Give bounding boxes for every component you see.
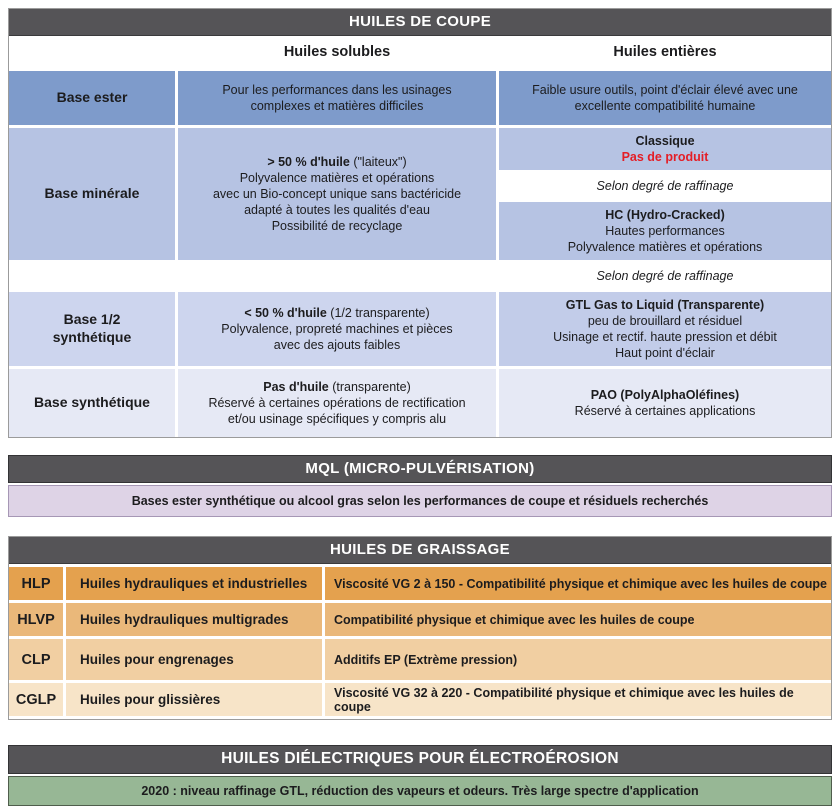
oil-type: Huiles hydrauliques et industrielles xyxy=(66,567,322,600)
mql-section-header: MQL (MICRO-PULVÉRISATION) xyxy=(8,455,832,483)
mql-note: Bases ester synthétique ou alcool gras s… xyxy=(8,485,832,517)
oil-code: CLP xyxy=(9,639,63,680)
raffinage-band-2-left xyxy=(9,263,175,289)
table-row-cglp: CGLP Huiles pour glissières Viscosité VG… xyxy=(9,683,831,716)
coupe-section-header: HUILES DE COUPE xyxy=(9,9,831,36)
coupe-corner-cell xyxy=(9,36,175,68)
cell-gtl: GTL Gas to Liquid (Transparente) peu de … xyxy=(499,292,831,366)
col-header-entieres: Huiles entières xyxy=(499,36,831,68)
oil-code: HLVP xyxy=(9,603,63,636)
cell-pao: PAO (PolyAlphaOléfines) Réservé à certai… xyxy=(499,369,831,437)
oil-desc: Compatibilité physique et chimique avec … xyxy=(325,603,831,636)
oil-type: Huiles pour engrenages xyxy=(66,639,322,680)
row-label-base-synth: Base synthétique xyxy=(9,369,175,437)
oil-desc: Viscosité VG 32 à 220 - Compatibilité ph… xyxy=(325,683,831,716)
cell-ester-entiere: Faible usure outils, point d'éclair élev… xyxy=(499,71,831,125)
oil-type: Huiles pour glissières xyxy=(66,683,322,716)
mql-section: MQL (MICRO-PULVÉRISATION) Bases ester sy… xyxy=(8,455,832,517)
cell-hc: HC (Hydro-Cracked) Hautes performances P… xyxy=(499,202,831,260)
row-label-base-demi: Base 1/2 synthétique xyxy=(9,292,175,366)
no-product-alert: Pas de produit xyxy=(621,150,709,164)
table-row-hlp: HLP Huiles hydrauliques et industrielles… xyxy=(9,567,831,600)
page: HUILES DE COUPE Huiles solubles Huiles e… xyxy=(8,8,832,806)
raffinage-band-1: Selon degré de raffinage xyxy=(499,173,831,199)
cell-synth-soluble: Pas d'huile (transparente) Réservé à cer… xyxy=(178,369,496,437)
stack-minerale-entiere: Classique Pas de produit Selon degré de … xyxy=(499,128,831,260)
electro-note: 2020 : niveau raffinage GTL, réduction d… xyxy=(8,776,832,806)
table-row-clp: CLP Huiles pour engrenages Additifs EP (… xyxy=(9,639,831,680)
coupe-table: HUILES DE COUPE Huiles solubles Huiles e… xyxy=(8,8,832,438)
col-header-solubles: Huiles solubles xyxy=(178,36,496,68)
row-label-base-minerale: Base minérale xyxy=(9,128,175,260)
oil-code: CGLP xyxy=(9,683,63,716)
oil-code: HLP xyxy=(9,567,63,600)
raffinage-band-2-mid xyxy=(178,263,496,289)
graissage-table: HUILES DE GRAISSAGE HLP Huiles hydrauliq… xyxy=(8,536,832,720)
row-label-base-ester: Base ester xyxy=(9,71,175,125)
electro-section-header: HUILES DIÉLECTRIQUES POUR ÉLECTROÉROSION xyxy=(8,745,832,774)
table-row-hlvp: HLVP Huiles hydrauliques multigrades Com… xyxy=(9,603,831,636)
cell-ester-soluble: Pour les performances dans les usinages … xyxy=(178,71,496,125)
raffinage-band-2: Selon degré de raffinage xyxy=(499,263,831,289)
graissage-section-header: HUILES DE GRAISSAGE xyxy=(9,537,831,564)
oil-desc: Additifs EP (Extrème pression) xyxy=(325,639,831,680)
cell-minerale-soluble: > 50 % d'huile ("laiteux") Polyvalence m… xyxy=(178,128,496,260)
coupe-grid: Huiles solubles Huiles entières Base est… xyxy=(9,36,831,437)
oil-type: Huiles hydrauliques multigrades xyxy=(66,603,322,636)
cell-demi-soluble: < 50 % d'huile (1/2 transparente) Polyva… xyxy=(178,292,496,366)
oil-desc: Viscosité VG 2 à 150 - Compatibilité phy… xyxy=(325,567,831,600)
cell-classique: Classique Pas de produit xyxy=(499,128,831,170)
electro-section: HUILES DIÉLECTRIQUES POUR ÉLECTROÉROSION… xyxy=(8,745,832,806)
